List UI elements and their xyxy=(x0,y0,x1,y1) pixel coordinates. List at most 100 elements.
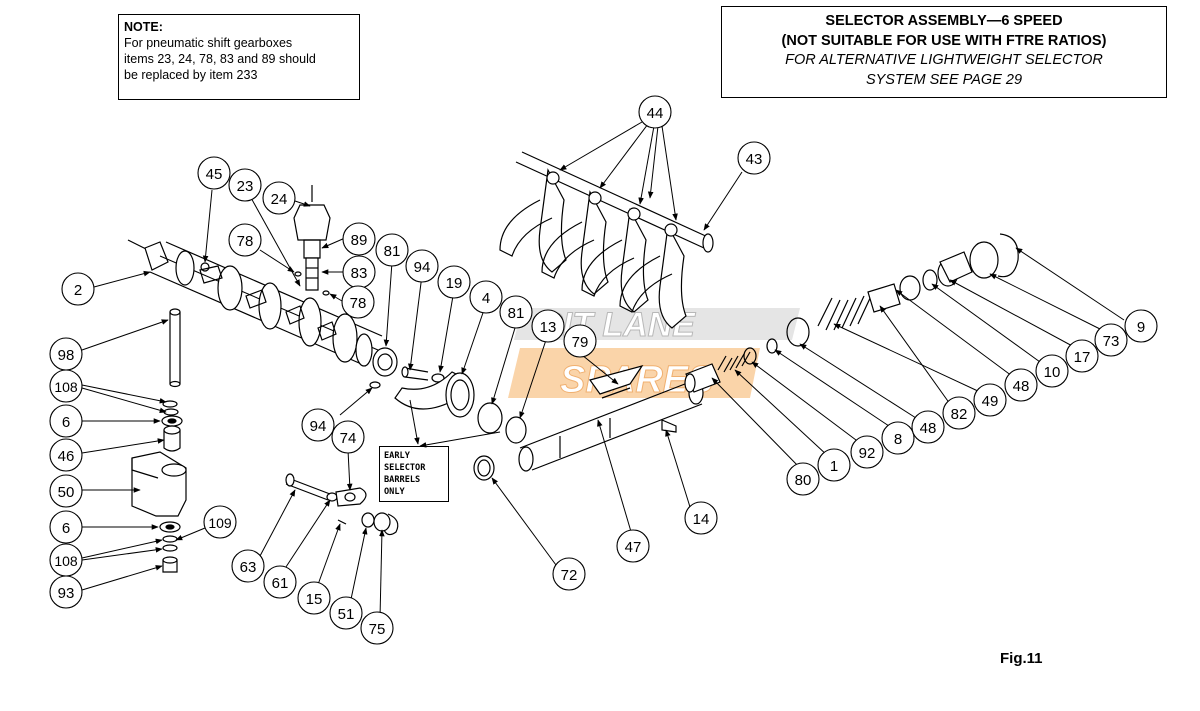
callout-1: 1 xyxy=(817,448,851,482)
callout-17: 17 xyxy=(1065,339,1099,373)
callout-93-label: 93 xyxy=(58,585,75,602)
callout-8: 8 xyxy=(881,421,915,455)
callout-47: 47 xyxy=(616,529,650,563)
pneumatic-note-box: NOTE: For pneumatic shift gearboxes item… xyxy=(118,14,360,100)
note-line: items 23, 24, 78, 83 and 89 should xyxy=(124,52,316,66)
callout-82: 82 xyxy=(942,396,976,430)
callout-2: 2 xyxy=(61,272,95,306)
note-title: NOTE: xyxy=(124,20,163,34)
callout-79-label: 79 xyxy=(572,334,589,351)
callout-48b-label: 48 xyxy=(1013,378,1030,395)
pin-98 xyxy=(169,308,181,388)
callout-48-label: 48 xyxy=(920,420,937,437)
early-note-line: ONLY xyxy=(384,487,405,497)
callout-24: 24 xyxy=(262,181,296,215)
callout-80-label: 80 xyxy=(795,472,812,489)
callout-75: 75 xyxy=(360,611,394,645)
callout-14-label: 14 xyxy=(693,511,710,528)
callout-50-label: 50 xyxy=(58,484,75,501)
callout-92: 92 xyxy=(850,435,884,469)
callout-94-label: 94 xyxy=(414,259,431,276)
note-line: For pneumatic shift gearboxes xyxy=(124,36,293,50)
callout-108-label: 108 xyxy=(54,379,78,395)
callout-10: 10 xyxy=(1035,354,1069,388)
lever-stack xyxy=(131,400,187,573)
callout-2-label: 2 xyxy=(74,282,82,299)
callout-94: 94 xyxy=(301,408,335,442)
callout-43-label: 43 xyxy=(746,151,763,168)
title-line-4: SYSTEM SEE PAGE 29 xyxy=(865,71,1023,88)
callout-6b-label: 6 xyxy=(62,520,70,537)
callout-43: 43 xyxy=(737,141,771,175)
callout-9: 9 xyxy=(1124,309,1158,343)
callout-15-label: 15 xyxy=(306,591,323,608)
callout-48: 48 xyxy=(911,410,945,444)
callout-61: 61 xyxy=(263,565,297,599)
callout-109: 109 xyxy=(203,505,237,539)
callout-10-label: 10 xyxy=(1044,364,1061,381)
spring-assembly xyxy=(684,317,810,393)
callout-17-label: 17 xyxy=(1074,349,1091,366)
title-line-1: SELECTOR ASSEMBLY—6 SPEED xyxy=(825,13,1063,29)
callout-80: 80 xyxy=(786,462,820,496)
title-line-2: (NOT SUITABLE FOR USE WITH FTRE RATIOS) xyxy=(781,32,1107,49)
callout-49-label: 49 xyxy=(982,393,999,410)
callout-81: 81 xyxy=(375,233,409,267)
callout-45-label: 45 xyxy=(206,166,223,183)
note-line: be replaced by item 233 xyxy=(124,68,258,82)
bearing-housing xyxy=(394,371,527,481)
callout-83: 83 xyxy=(342,255,376,289)
callout-72: 72 xyxy=(552,557,586,591)
callout-74: 74 xyxy=(331,420,365,454)
callout-8-label: 8 xyxy=(894,431,902,448)
callout-92-label: 92 xyxy=(859,445,876,462)
callout-75-label: 75 xyxy=(369,621,386,638)
callout-94b-label: 94 xyxy=(310,418,327,435)
callout-19: 19 xyxy=(437,265,471,299)
detent-plug xyxy=(369,347,445,389)
callout-9-label: 9 xyxy=(1137,319,1145,336)
callout-98: 98 xyxy=(49,337,83,371)
callout-4-label: 4 xyxy=(482,290,490,307)
callout-50: 50 xyxy=(49,474,83,508)
callout-14: 14 xyxy=(684,501,718,535)
callout-6: 6 xyxy=(49,404,83,438)
callout-78: 78 xyxy=(341,285,375,319)
callout-108: 108 xyxy=(49,369,83,403)
callout-109-label: 109 xyxy=(208,515,232,531)
callout-63: 63 xyxy=(231,549,265,583)
callout-51: 51 xyxy=(329,596,363,630)
callout-24-label: 24 xyxy=(271,191,288,208)
callout-63-label: 63 xyxy=(240,559,257,576)
callout-44-label: 44 xyxy=(647,105,664,122)
callout-82-label: 82 xyxy=(951,406,968,423)
callout-81: 81 xyxy=(499,295,533,329)
callout-81-label: 81 xyxy=(384,243,401,260)
callout-47-label: 47 xyxy=(625,539,642,556)
callout-79: 79 xyxy=(563,324,597,358)
callout-48: 48 xyxy=(1004,368,1038,402)
callout-72-label: 72 xyxy=(561,567,578,584)
callout-23-label: 23 xyxy=(237,178,254,195)
early-note-line: BARRELS xyxy=(384,475,421,485)
callout-83-label: 83 xyxy=(351,265,368,282)
leader-lines xyxy=(81,121,1125,619)
return-spring xyxy=(817,233,1019,331)
callout-78b-label: 78 xyxy=(350,295,367,312)
callout-49: 49 xyxy=(973,383,1007,417)
callout-23: 23 xyxy=(228,168,262,202)
early-selector-note: EARLY SELECTOR BARRELS ONLY xyxy=(379,446,449,502)
callout-73: 73 xyxy=(1094,323,1128,357)
callout-108b-label: 108 xyxy=(54,553,78,569)
linkage-parts xyxy=(285,473,399,536)
callout-78: 78 xyxy=(228,223,262,257)
actuator-24 xyxy=(293,185,331,296)
callout-81b-label: 81 xyxy=(508,305,525,322)
selector-forks xyxy=(499,151,714,329)
callout-89: 89 xyxy=(342,222,376,256)
early-note-line: EARLY xyxy=(384,451,410,461)
callout-51-label: 51 xyxy=(338,606,355,623)
callout-73-label: 73 xyxy=(1103,333,1120,350)
assembly-title-box: SELECTOR ASSEMBLY—6 SPEED (NOT SUITABLE … xyxy=(721,6,1167,98)
